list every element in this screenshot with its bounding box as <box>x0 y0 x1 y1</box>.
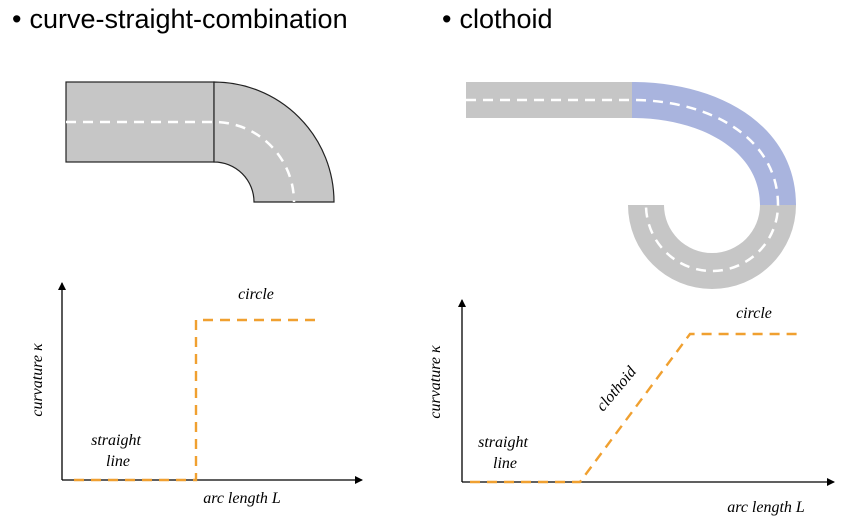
x-axis-label: arc length L <box>727 499 805 516</box>
road-clothoid-segment <box>632 82 796 205</box>
annotation-circle: circle <box>238 286 274 303</box>
road-clothoid <box>466 82 796 289</box>
y-axis-label: curvature κ <box>427 345 444 419</box>
x-axis-label: arc length L <box>203 490 281 507</box>
lane-marking <box>66 120 296 203</box>
road-curve-straight <box>65 81 335 203</box>
heading-right-text: clothoid <box>459 4 553 34</box>
bullet: • <box>442 4 452 34</box>
lane-marking <box>466 98 780 273</box>
heading-left-text: curve-straight-combination <box>29 4 348 34</box>
chart-right: curvature κ arc length L circle clothoid… <box>427 299 835 516</box>
heading-curve-straight-combination: •curve-straight-combination <box>12 4 348 35</box>
annotation-circle: circle <box>736 305 772 322</box>
curvature-series-line <box>470 332 800 484</box>
curvature-series-line <box>74 318 318 482</box>
heading-clothoid: •clothoid <box>442 4 553 35</box>
annotation-straight-line: straight line <box>91 432 145 470</box>
annotation-clothoid: clothoid <box>593 363 640 415</box>
chart-left: curvature κ arc length L circle straight… <box>29 282 363 507</box>
y-axis-label: curvature κ <box>29 343 46 417</box>
road-circle-segment <box>628 205 796 289</box>
bullet: • <box>12 4 22 34</box>
annotation-straight-line: straight line <box>478 434 532 472</box>
road-curve-segment <box>213 81 335 203</box>
